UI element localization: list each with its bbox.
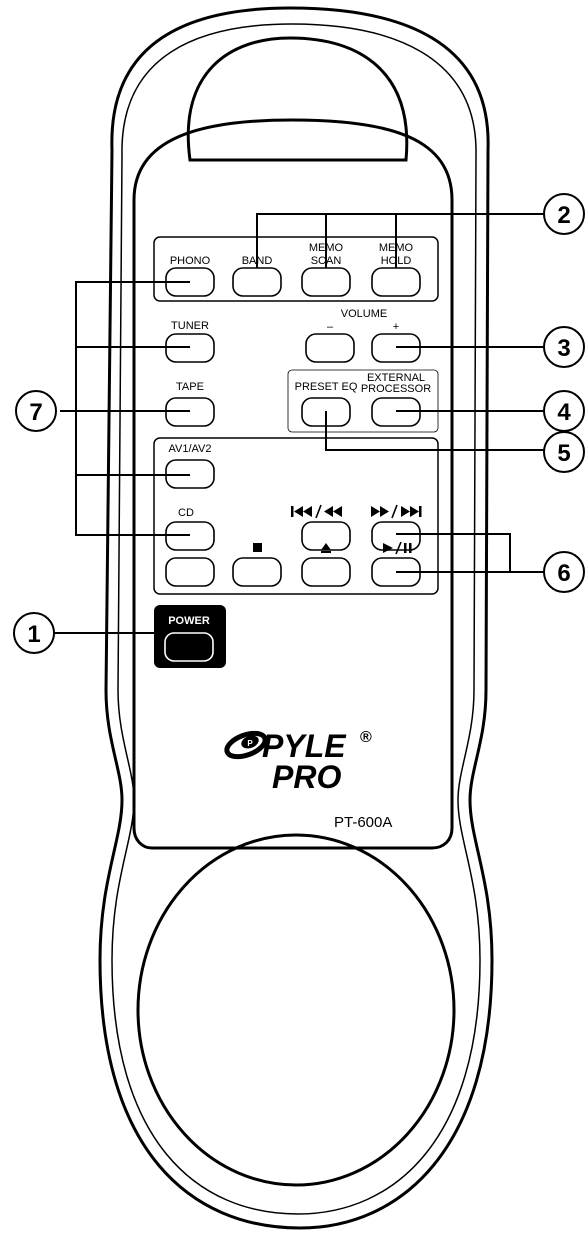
tape-label: TAPE <box>176 381 204 393</box>
brand-name: PYLE <box>262 728 347 764</box>
callout-7-leader <box>75 281 190 536</box>
preset-eq-label: PRESET EQ <box>295 381 358 393</box>
transport-symbols <box>253 504 422 555</box>
outer-shell <box>98 6 494 1230</box>
callout-5: 5 <box>543 431 585 473</box>
fwd-next-icon <box>371 504 422 519</box>
eject-button[interactable] <box>301 557 351 587</box>
registered-mark: ® <box>360 729 372 746</box>
play-pause-icon <box>383 541 412 555</box>
prev-rewind-icon <box>291 504 342 519</box>
callout-6-leader <box>396 533 544 573</box>
top-window <box>186 36 409 162</box>
svg-text:2: 2 <box>557 202 570 229</box>
callout-2: 2 <box>543 193 585 235</box>
volume-label: VOLUME <box>341 308 387 320</box>
volume-down-button[interactable] <box>305 333 355 363</box>
transport-group-border <box>153 437 439 595</box>
stop-button[interactable] <box>232 557 282 587</box>
callout-circles: 2 3 4 5 6 7 1 <box>13 193 585 654</box>
callout-3: 3 <box>543 326 585 368</box>
blank-button[interactable] <box>165 557 215 587</box>
inner-shell <box>111 23 481 1215</box>
power-button-group: POWER <box>154 605 226 668</box>
volume-minus-label: – <box>327 321 334 333</box>
callout-5-leader <box>325 411 544 451</box>
power-button[interactable] <box>164 632 214 662</box>
leader-lines <box>54 213 544 634</box>
svg-text:5: 5 <box>557 440 570 467</box>
cd-label: CD <box>178 507 194 519</box>
svg-text:P: P <box>247 739 253 748</box>
memo-hold-button[interactable] <box>371 267 421 297</box>
callout-1: 1 <box>13 612 55 654</box>
eject-icon <box>321 543 331 553</box>
pyle-logo-icon: P <box>224 730 268 760</box>
model-number: PT-600A <box>334 814 392 831</box>
eq-group-border <box>287 369 439 433</box>
stop-icon <box>253 543 262 552</box>
av-label: AV1/AV2 <box>168 443 211 455</box>
brand-logo: P PYLE ® PRO PT-600A <box>224 728 392 831</box>
band-button[interactable] <box>232 267 282 297</box>
external-label-1: EXTERNAL <box>367 372 425 384</box>
callout-2-leader <box>256 213 544 268</box>
tuner-label: TUNER <box>171 320 209 332</box>
svg-text:6: 6 <box>557 560 570 587</box>
svg-text:3: 3 <box>557 335 570 362</box>
fwd-next-button[interactable] <box>371 521 421 551</box>
svg-text:7: 7 <box>29 399 42 426</box>
memo-scan-button[interactable] <box>301 267 351 297</box>
svg-text:4: 4 <box>557 399 571 426</box>
volume-plus-label: + <box>393 321 399 333</box>
callout-6: 6 <box>543 551 585 593</box>
callout-4: 4 <box>543 390 585 432</box>
speaker-grille <box>136 833 456 1187</box>
source-group-border <box>153 236 439 302</box>
button-panel <box>132 118 454 850</box>
power-label: POWER <box>168 615 210 627</box>
phono-label: PHONO <box>170 255 211 267</box>
external-label-2: PROCESSOR <box>361 383 431 395</box>
brand-pro: PRO <box>272 759 341 795</box>
svg-text:1: 1 <box>27 621 40 648</box>
callout-7: 7 <box>15 390 57 432</box>
remote-body <box>98 6 494 1230</box>
